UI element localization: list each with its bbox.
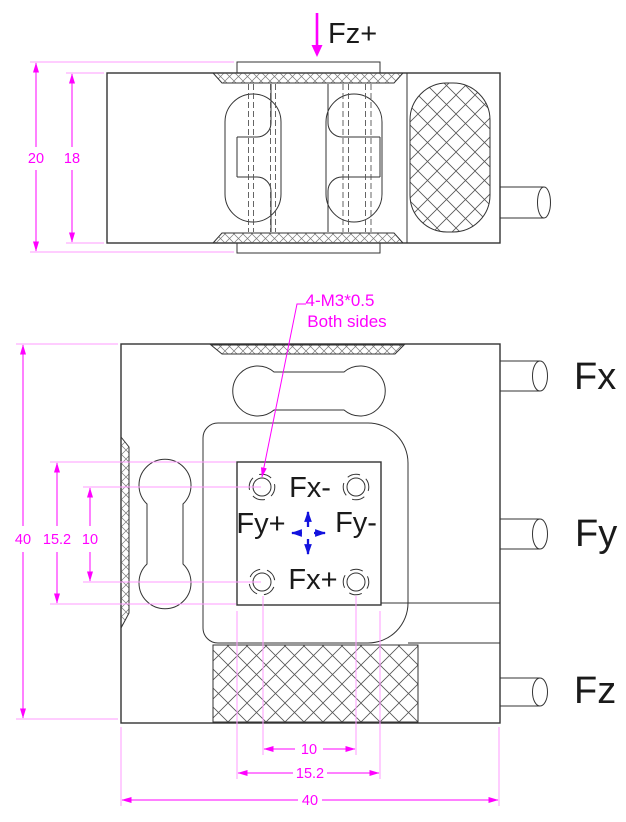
dim-bottom-boss: 15.2	[296, 766, 324, 782]
label-fx-plus: Fx+	[288, 564, 337, 596]
flexure-left-slot	[224, 93, 282, 223]
dim-body-height: 18	[64, 151, 80, 167]
label-fx-minus: Fx-	[289, 472, 331, 504]
hole-bottom-right	[342, 568, 370, 596]
hole-top-right	[342, 473, 370, 501]
label-fy-plus: Fy+	[236, 508, 285, 540]
thread-annotation: 4-M3*0.5 Both sides	[260, 291, 387, 478]
front-left-dimensions: 40 15.2 10	[15, 343, 261, 720]
dim-bottom-overall: 40	[302, 793, 318, 809]
front-left-hatch-strip	[120, 435, 130, 629]
pin-fy	[500, 518, 548, 550]
label-fy-axis: Fy	[575, 513, 617, 555]
annotation-line1: 4-M3*0.5	[306, 291, 375, 310]
top-load-pad	[236, 61, 381, 74]
mounting-holes	[248, 473, 370, 596]
top-view-pin	[500, 186, 551, 219]
right-block-hatched-boss	[409, 82, 491, 233]
dim-bottom-hole-spacing: 10	[301, 742, 317, 758]
bottom-hatched-block	[212, 644, 419, 723]
label-fy-minus: Fy-	[335, 507, 377, 539]
direction-cross-arrows	[290, 510, 327, 556]
annotation-line2: Both sides	[307, 312, 386, 331]
bottom-load-pad	[236, 242, 381, 254]
vertical-dogbone-cutout	[138, 458, 192, 610]
bottom-hatch-strip	[211, 232, 405, 244]
flexure-notches	[256, 84, 343, 232]
dim-left-hole-spacing: 10	[82, 532, 98, 548]
fz-plus-label: Fz+	[328, 18, 377, 50]
top-view: Fz+ 20 18	[28, 13, 551, 254]
dim-left-boss: 15.2	[43, 532, 71, 548]
top-hatch-strip	[211, 72, 405, 84]
flexure-crossbar	[236, 136, 381, 178]
front-bottom-dimensions: 10 15.2 40	[120, 596, 500, 809]
horizontal-dogbone-cutout	[232, 365, 386, 417]
front-top-hatch-strip	[209, 344, 406, 355]
fz-plus-arrowhead	[311, 45, 323, 57]
dim-left-overall: 40	[15, 532, 31, 548]
label-fx-axis: Fx	[574, 356, 616, 398]
raised-center-region	[202, 422, 409, 644]
label-fz-axis: Fz	[574, 670, 616, 712]
pin-fz	[500, 677, 548, 707]
pin-fx	[500, 360, 548, 392]
right-step-lines	[381, 602, 500, 644]
hidden-hole-lines	[248, 84, 372, 232]
mounting-boss-plate	[236, 461, 382, 606]
fz-plus-arrow	[311, 13, 323, 57]
top-view-dimensions: 20 18	[28, 61, 234, 253]
front-view: Fx- Fy+ Fy- Fx+ Fx Fy Fz 4-M3	[15, 291, 617, 809]
flexure-right-slot	[325, 93, 383, 223]
dim-overall-height: 20	[28, 151, 44, 167]
annotation-leader	[260, 303, 306, 478]
